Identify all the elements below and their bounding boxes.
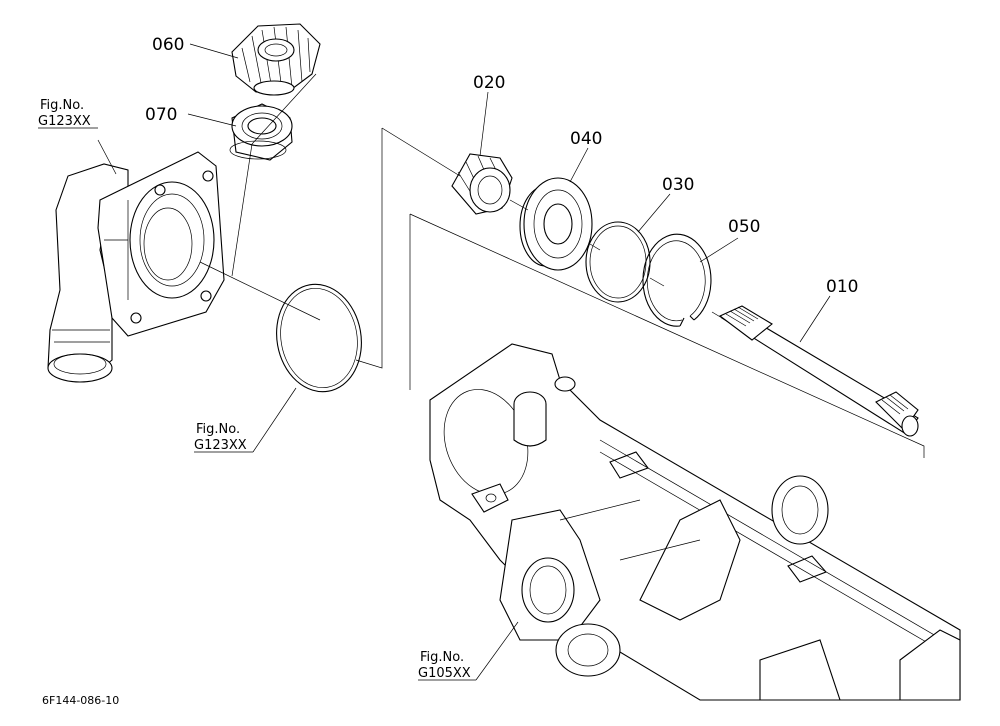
label-part-060: 060 (152, 35, 184, 55)
assembly-guide-lines (199, 73, 925, 458)
lock-nut-020 (451, 153, 513, 215)
label-part-020: 020 (473, 73, 505, 93)
drawing-code: 6F144-086-10 (42, 694, 119, 707)
fig-ref-bottom-line1: Fig.No. (420, 650, 464, 665)
label-part-040: 040 (570, 129, 602, 149)
leader-lines (97, 43, 831, 681)
o-ring-left (276, 283, 362, 393)
label-part-070: 070 (145, 105, 177, 125)
gear-case-housing (47, 151, 225, 383)
fig-ref-mid-left-line1: Fig.No. (196, 422, 240, 437)
figure-ref-underlines (38, 127, 476, 681)
label-part-010: 010 (826, 277, 858, 297)
bevel-gear-060 (231, 23, 321, 96)
fig-ref-mid-left-line2: G123XX (194, 438, 247, 453)
fig-ref-top-left-line2: G123XX (38, 114, 91, 129)
transmission-case (429, 343, 961, 701)
ball-bearing-040 (519, 177, 593, 271)
snap-ring-030 (585, 221, 651, 303)
snap-ring-050 (642, 233, 712, 327)
label-part-030: 030 (662, 175, 694, 195)
fig-ref-top-left-line1: Fig.No. (40, 98, 84, 113)
label-part-050: 050 (728, 217, 760, 237)
fig-ref-bottom-line2: G105XX (418, 666, 471, 681)
shaft-010 (718, 305, 919, 437)
ball-bearing-070 (229, 103, 293, 161)
